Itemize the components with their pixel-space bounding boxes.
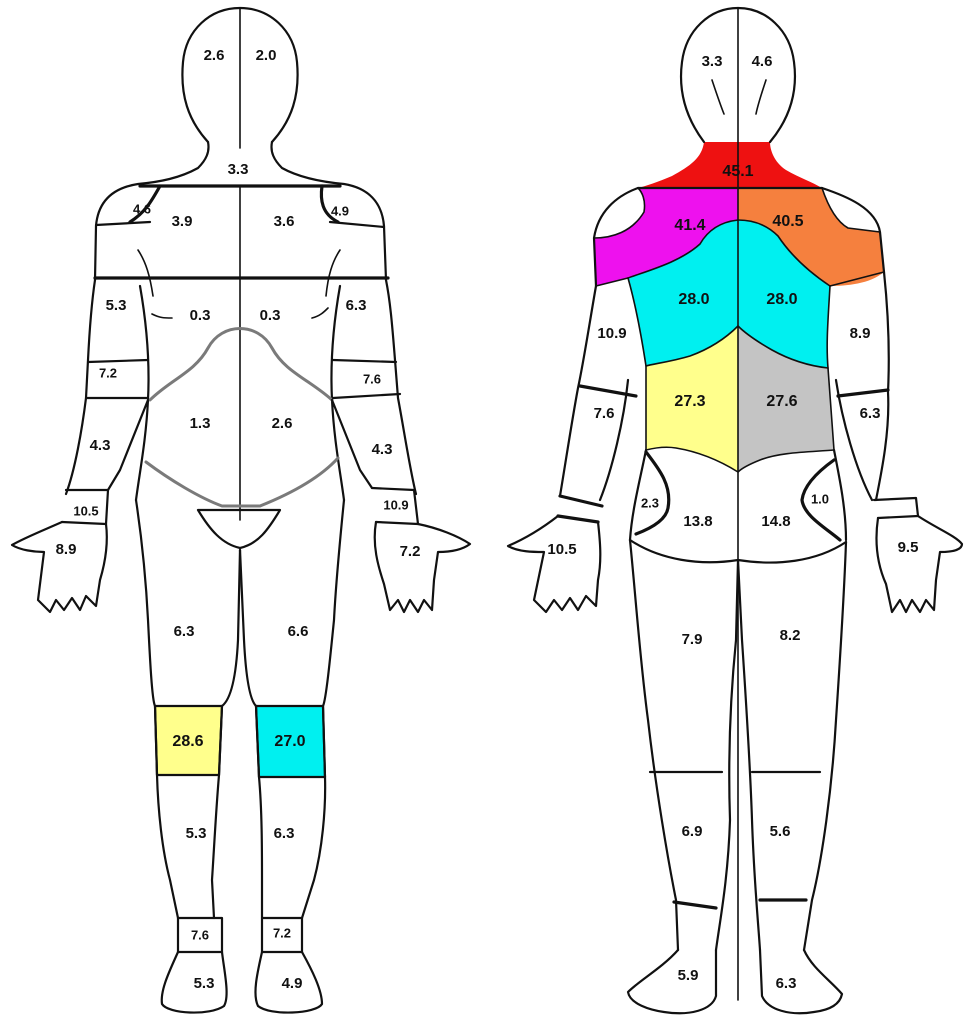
back-thigh-right-label: 8.2 [780,627,801,644]
front-head-left-label: 2.0 [256,47,277,64]
back-calf-left-label: 6.9 [682,823,703,840]
front-wrist-left-label: 10.9 [383,497,408,512]
back-mid-right-label: 28.0 [766,291,797,308]
back-foot-left-label: 5.9 [678,967,699,984]
front-knee-left-label: 27.0 [274,733,305,750]
back-figure: 3.3 4.6 45.1 41.4 40.5 28.0 28.0 10.9 8.… [508,8,962,1013]
front-head-right-label: 2.6 [204,47,225,64]
front-forearm-right-label: 4.3 [90,437,111,454]
front-abdomen-right-label: 1.3 [190,415,211,432]
front-knee-right-label: 28.6 [172,733,203,750]
front-chest-upper-right-label: 3.9 [172,213,193,230]
front-hand-left-label: 7.2 [400,543,421,560]
front-shin-left-label: 6.3 [274,825,295,842]
front-foot-right-label: 5.3 [194,975,215,992]
back-upper-right-label: 40.5 [772,213,803,230]
back-hand-right-label: 9.5 [898,539,919,556]
front-foot-left-label: 4.9 [282,975,303,992]
front-thigh-left-label: 6.6 [288,623,309,640]
front-chest-right-label: 0.3 [190,307,211,324]
back-upper-arm-left-label: 10.9 [597,325,626,342]
front-ankle-right-label: 7.6 [191,927,209,942]
front-upper-arm-right-label: 5.3 [106,297,127,314]
front-shoulder-left-small-label: 4.9 [331,203,349,218]
back-head-left-label: 3.3 [702,53,723,70]
back-hand-left-label: 10.5 [547,541,576,558]
back-forearm-right-label: 6.3 [860,405,881,422]
back-flank-right-label: 1.0 [811,491,829,506]
back-forearm-left-label: 7.6 [594,405,615,422]
front-ankle-left-label: 7.2 [273,925,291,940]
back-buttock-right-label: 14.8 [761,513,790,530]
back-upper-arm-right-label: 8.9 [850,325,871,342]
back-buttock-left-label: 13.8 [683,513,712,530]
front-hand-right-label: 8.9 [56,541,77,558]
front-neck-label: 3.3 [228,161,249,178]
back-upper-left-label: 41.4 [674,217,705,234]
back-lower-left-label: 27.3 [674,393,705,410]
front-shin-right-label: 5.3 [186,825,207,842]
front-elbow-left-label: 7.6 [363,371,381,386]
back-foot-right-label: 6.3 [776,975,797,992]
front-thigh-right-label: 6.3 [174,623,195,640]
front-figure: 2.6 2.0 3.3 4.6 3.9 3.6 4.9 5.3 0.3 0.3 … [12,8,470,1013]
front-shoulder-right-small-label: 4.6 [133,201,151,216]
front-upper-arm-left-label: 6.3 [346,297,367,314]
back-neck-label: 45.1 [722,163,753,180]
back-thigh-left-label: 7.9 [682,631,703,648]
back-head-right-label: 4.6 [752,53,773,70]
front-wrist-right-label: 10.5 [73,503,98,518]
back-calf-right-label: 5.6 [770,823,791,840]
front-chest-left-label: 0.3 [260,307,281,324]
front-abdomen-left-label: 2.6 [272,415,293,432]
back-lower-right-label: 27.6 [766,393,797,410]
front-chest-upper-left-label: 3.6 [274,213,295,230]
back-mid-left-label: 28.0 [678,291,709,308]
front-forearm-left-label: 4.3 [372,441,393,458]
front-elbow-right-label: 7.2 [99,365,117,380]
back-flank-left-label: 2.3 [641,495,659,510]
